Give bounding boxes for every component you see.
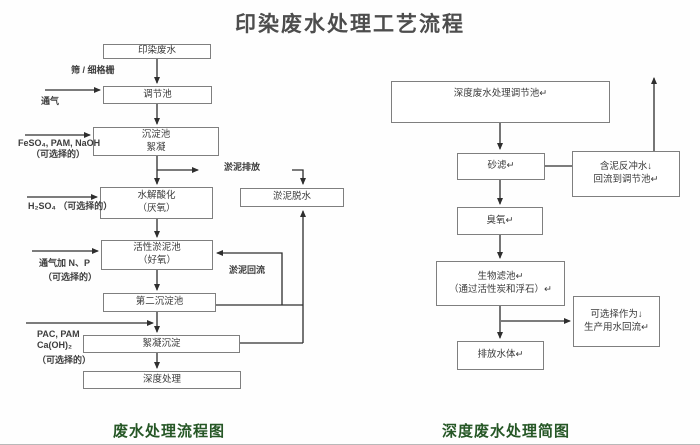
label-optional-1: （可选择的） [31,149,86,160]
box-reuse-line1: 可选择作为↓ [590,308,643,320]
box-sedimentation-tank: 沉淀池 絮凝 [93,127,219,156]
box-deep-regulating-label: 深度废水处理调节池↵ [453,88,548,99]
left-diagram-caption: 废水处理流程图 [113,424,226,440]
box-advanced-label: 深度处理 [142,373,181,385]
box-discharge-label: 排放水体↵ [477,349,524,361]
box-reuse-line2: 生产用水回流↵ [584,321,649,333]
label-optional-3: （可选择的） [37,354,92,365]
box-sedimentation-line2: 絮凝 [146,141,166,153]
box-advanced-treatment: 深度处理 [83,371,241,389]
box-hydrolysis-line1: 水解酸化 [137,190,176,202]
box-hydrolysis-line2: （厌氧） [137,203,176,214]
label-pac: PAC, PAM [37,329,80,339]
box-backwash: 含泥反冲水↓ 回流到调节池↵ [572,151,680,197]
box-activated-line2: （好氧） [137,255,176,266]
label-aeration: 通气 [41,96,60,106]
label-feso4-group: FeSO₄, PAM, NaOH （可选择的） [18,138,100,161]
box-sedimentation-line1: 沉淀池 [141,128,171,140]
box-discharge: 排放水体↵ [457,341,544,370]
box-dewatering-label: 淤泥脱水 [272,191,311,203]
box-deep-regulating-tank: 深度废水处理调节池↵ [391,81,610,123]
label-sludge-return: 淤泥回流 [229,265,266,275]
label-h2so4: H₂SO₄ （可选择的） [28,201,113,211]
box-influent: 印染废水 [103,44,211,59]
box-sand-filter: 砂滤↵ [457,153,545,180]
arrow-sludge-return [216,250,283,305]
label-aeration-np: 通气加 N、P [39,258,91,268]
box-regulating-tank-label: 调节池 [143,88,172,100]
label-feso4: FeSO₄, PAM, NaOH [18,138,101,148]
box-biofilter-line2: （通过活性炭和浮石）↵ [449,283,552,295]
box-reuse: 可选择作为↓ 生产用水回流↵ [573,296,660,347]
label-aeration-np-group: 通气加 N、P （可选择的） [39,258,97,284]
box-activated-sludge: 活性淤泥池 （好氧） [101,240,213,270]
page-title: 印染废水处理工艺流程 [235,13,465,36]
box-secondary-sedimentation: 第二沉淀池 [103,293,216,312]
label-pac-group: PAC, PAM Ca(OH)₂ （可选择的） [37,329,91,366]
box-backwash-line1: 含泥反冲水↓ [599,161,653,173]
box-sand-filter-label: 砂滤↵ [487,160,515,172]
box-ozone-label: 臭氧↵ [486,214,514,226]
box-biofilter: 生物滤池↵ （通过活性炭和浮石）↵ [436,261,565,306]
label-optional-2: （可选择的） [43,272,98,283]
box-biofilter-line1: 生物滤池↵ [477,270,524,282]
label-screen: 筛 / 细格栅 [71,65,115,75]
right-diagram-caption: 深度废水处理简图 [442,424,571,440]
box-activated-line1: 活性淤泥池 [133,242,181,254]
label-sludge-discharge: 淤泥排放 [224,162,261,172]
box-regulating-tank: 调节池 [103,86,212,104]
box-coagulation-label: 絮凝沉淀 [142,337,181,349]
box-secondary-label: 第二沉淀池 [135,296,184,308]
box-coagulation: 絮凝沉淀 [83,335,240,353]
box-ozone: 臭氧↵ [457,207,543,235]
label-caoh2: Ca(OH)₂ [37,340,72,351]
box-hydrolysis: 水解酸化 （厌氧） [100,187,213,219]
box-influent-label: 印染废水 [137,45,176,57]
box-sludge-dewatering: 淤泥脱水 [240,188,344,207]
box-backwash-line2: 回流到调节池↵ [593,174,659,185]
arrow-sludge-to-dewatering [292,169,306,185]
